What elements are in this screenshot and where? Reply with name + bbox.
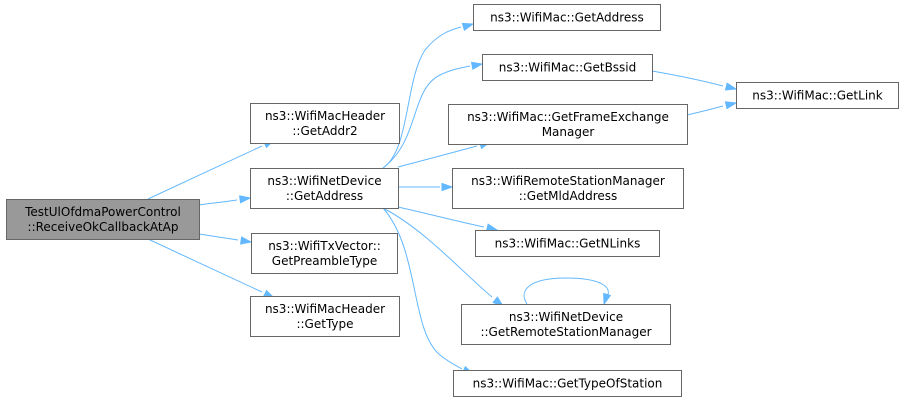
node-label-line: GetPreambleType — [272, 254, 377, 268]
edge-netdev_getaddress-to-getmldaddress — [398, 182, 454, 192]
edge-line — [147, 238, 263, 293]
node-label-line: ns3::WifiMac::GetAddress — [490, 11, 644, 25]
edge-line — [382, 65, 471, 169]
node-box[interactable] — [452, 168, 684, 209]
edge-line — [382, 207, 493, 298]
edge-arrowhead — [470, 61, 484, 71]
edge-netdev_getaddress-to-mac_getaddress — [382, 22, 475, 169]
node-box[interactable] — [250, 168, 399, 209]
node-label-line: ::GetAddr2 — [292, 124, 357, 138]
node-box[interactable] — [482, 54, 653, 81]
node-getpreambletype[interactable]: ns3::WifiTxVector::GetPreambleType — [251, 233, 398, 274]
node-box[interactable] — [473, 4, 661, 31]
node-box[interactable] — [250, 296, 400, 337]
node-mac_getaddress[interactable]: ns3::WifiMac::GetAddress — [473, 4, 661, 31]
node-getbssid[interactable]: ns3::WifiMac::GetBssid — [482, 54, 653, 81]
edge-arrowhead — [239, 236, 253, 245]
node-label-line: ::ReceiveOkCallbackAtAp — [28, 220, 179, 234]
edge-line — [523, 277, 609, 305]
edge-root-to-getpreambletype — [198, 233, 253, 245]
node-netdev_getaddress[interactable]: ns3::WifiNetDevice::GetAddress — [250, 168, 399, 209]
edge-line — [382, 26, 462, 169]
node-getaddr2[interactable]: ns3::WifiMacHeader::GetAddr2 — [250, 103, 400, 144]
edge-netdev_getaddress-to-getfem — [397, 141, 492, 168]
node-getrsm[interactable]: ns3::WifiNetDevice::GetRemoteStationMana… — [461, 304, 671, 345]
node-label-line: ns3::WifiRemoteStationManager — [471, 174, 665, 188]
node-box[interactable] — [251, 233, 398, 274]
node-label-line: ns3::WifiNetDevice — [509, 310, 623, 324]
node-getlink[interactable]: ns3::WifiMac::GetLink — [736, 82, 899, 109]
edge-arrowhead — [603, 292, 612, 306]
edge-root-to-netdev_getaddress — [198, 195, 252, 206]
node-box[interactable] — [250, 103, 400, 144]
edge-line — [651, 70, 724, 87]
node-box[interactable] — [475, 230, 660, 257]
edge-netdev_getaddress-to-getbssid — [382, 61, 484, 169]
node-label-line: ns3::WifiMac::GetFrameExchange — [467, 110, 669, 124]
edge-netdev_getaddress-to-gettypeofstation — [382, 207, 475, 375]
edge-arrowhead — [239, 195, 252, 204]
node-label-line: ::GetRemoteStationManager — [480, 325, 651, 339]
edge-getfem-to-getlink — [686, 101, 738, 116]
node-gettypeofstation[interactable]: ns3::WifiMac::GetTypeOfStation — [453, 370, 682, 397]
node-label-line: ns3::WifiMacHeader — [265, 109, 385, 123]
edge-line — [147, 145, 263, 200]
node-label-line: ns3::WifiMac::GetNLinks — [495, 237, 641, 251]
edge-getbssid-to-getlink — [651, 70, 738, 91]
node-label-line: ns3::WifiTxVector:: — [268, 239, 381, 253]
node-root[interactable]: TestUlOfdmaPowerControl::ReceiveOkCallba… — [6, 199, 200, 240]
node-label-line: ns3::WifiMac::GetTypeOfStation — [473, 377, 663, 391]
edge-line — [382, 207, 463, 370]
node-box[interactable] — [453, 370, 682, 397]
node-label-line: ns3::WifiMacHeader — [265, 302, 385, 316]
edge-line — [397, 206, 485, 228]
node-box[interactable] — [448, 104, 688, 145]
node-box[interactable] — [461, 304, 671, 345]
edge-arrowhead — [441, 182, 454, 192]
edge-line — [198, 199, 238, 206]
node-getnlinks[interactable]: ns3::WifiMac::GetNLinks — [475, 230, 660, 257]
edge-arrowhead — [724, 82, 738, 91]
edge-arrowhead — [461, 22, 475, 31]
edge-line — [198, 233, 239, 241]
edge-getrsm-to-getrsm — [523, 277, 612, 306]
edge-arrowhead — [724, 101, 738, 110]
edge-line — [686, 105, 724, 116]
node-label-line: ns3::WifiNetDevice — [267, 174, 381, 188]
node-label-line: ::GetAddress — [286, 189, 363, 203]
nodes-layer: TestUlOfdmaPowerControl::ReceiveOkCallba… — [6, 4, 899, 397]
node-label-line: ns3::WifiMac::GetBssid — [499, 61, 637, 75]
edge-line — [397, 145, 478, 168]
node-getmldaddress[interactable]: ns3::WifiRemoteStationManager::GetMldAdd… — [452, 168, 684, 209]
node-label-line: Manager — [542, 125, 595, 139]
node-label-line: ::GetType — [296, 317, 353, 331]
node-box[interactable] — [736, 82, 899, 109]
node-label-line: TestUlOfdmaPowerControl — [24, 205, 181, 219]
node-box[interactable] — [6, 199, 200, 240]
node-label-line: ::GetMldAddress — [519, 189, 618, 203]
node-label-line: ns3::WifiMac::GetLink — [752, 89, 882, 103]
edge-arrowhead — [485, 223, 499, 232]
node-gettype[interactable]: ns3::WifiMacHeader::GetType — [250, 296, 400, 337]
